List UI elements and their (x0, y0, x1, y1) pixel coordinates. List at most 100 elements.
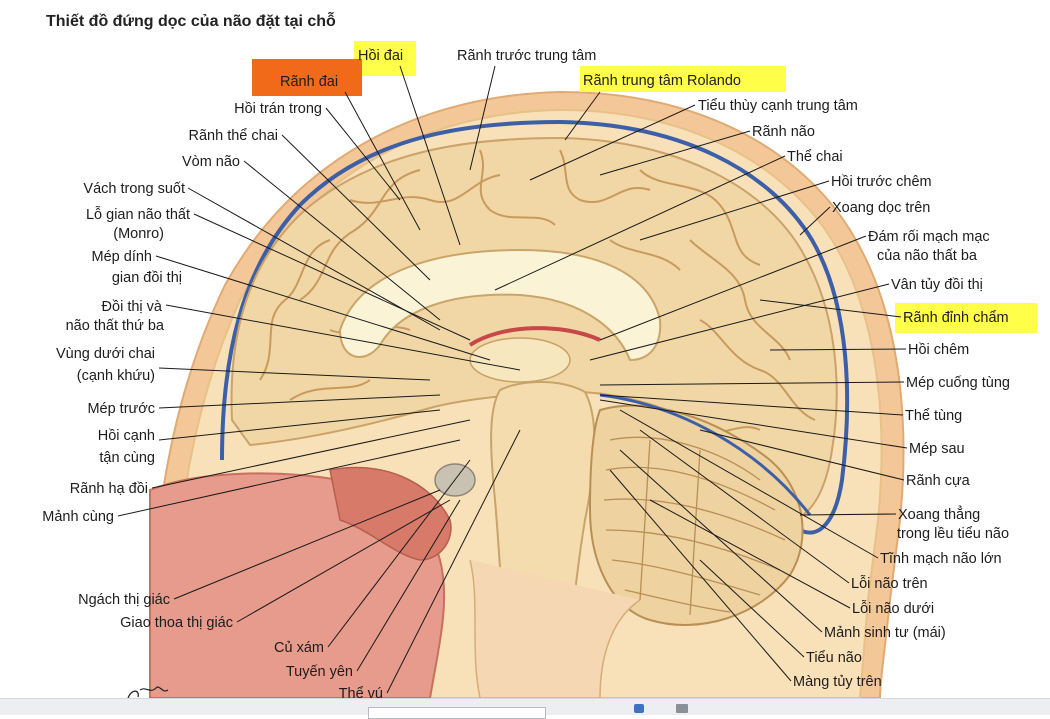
highlight-hoi-dai (354, 41, 416, 76)
window-icon[interactable] (676, 704, 688, 713)
leader-top-1 (344, 91, 421, 231)
label-left-18: Giao thoa thị giác (120, 615, 233, 631)
search-input[interactable] (368, 707, 546, 719)
leader-right-12 (599, 399, 908, 449)
leader-right-16 (619, 409, 879, 559)
label-left-14: tận cùng (99, 450, 155, 466)
leader-left-0 (325, 107, 401, 201)
leader-left-6 (155, 255, 491, 361)
label-left-4: Lỗ gian não thất (86, 206, 190, 223)
leader-right-17 (639, 429, 850, 584)
label-left-3: Vách trong suốt (83, 181, 185, 197)
leader-left-15 (151, 419, 471, 489)
leader-right-18 (649, 499, 851, 609)
label-right-4: Xoang dọc trên (832, 200, 930, 216)
leader-left-8 (165, 304, 521, 371)
label-left-5: (Monro) (113, 226, 164, 242)
label-left-8: Đồi thị và (102, 299, 163, 315)
leader-left-12 (158, 394, 441, 409)
leader-right-9 (769, 348, 907, 351)
choroid-plexus (468, 326, 601, 347)
leader-right-21 (609, 469, 792, 682)
leader-right-7 (589, 283, 890, 361)
leader-top-0 (399, 65, 461, 246)
leader-top-3 (564, 91, 601, 141)
label-top-1: Rãnh đai (280, 74, 338, 90)
label-right-5: Đám rối mạch mạc (868, 229, 990, 245)
label-right-21: Màng tủy trên (793, 674, 882, 690)
label-left-20: Tuyến yên (286, 664, 353, 680)
cerebellum-folia (603, 436, 786, 616)
leader-left-13 (158, 409, 441, 441)
gyri (259, 149, 816, 434)
label-right-7: Vân tủy đồi thị (891, 277, 983, 293)
dura (220, 119, 850, 535)
label-right-6: của não thất ba (877, 248, 978, 264)
leader-right-10 (599, 381, 905, 386)
leader-left-10 (158, 367, 431, 381)
label-left-7: gian đồi thị (112, 270, 182, 286)
leader-right-2 (494, 155, 786, 291)
label-right-14: Xoang thẳng (898, 505, 980, 523)
leader-right-20 (699, 559, 805, 658)
label-right-9: Hồi chêm (908, 342, 969, 358)
label-right-17: Lỗi não trên (851, 575, 928, 592)
label-left-13: Hồi cạnh (98, 428, 155, 444)
label-right-20: Tiểu não (806, 650, 862, 666)
leader-left-21 (386, 429, 521, 694)
label-right-18: Lỗi não dưới (852, 600, 934, 617)
app-icon[interactable] (634, 704, 644, 713)
leader-left-2 (243, 160, 441, 321)
leader-right-5 (599, 235, 867, 341)
leader-left-3 (187, 187, 441, 331)
label-right-15: trong lều tiểu não (897, 526, 1009, 542)
label-left-17: Ngách thị giác (78, 592, 170, 608)
label-right-16: Tĩnh mạch não lớn (880, 551, 1002, 567)
label-right-19: Mảnh sinh tư (mái) (824, 625, 946, 641)
highlight-ranh-dinh-cham (895, 303, 1037, 333)
leader-left-18 (236, 499, 451, 623)
signature-mark (127, 686, 169, 699)
label-right-3: Hồi trước chêm (831, 174, 932, 190)
leader-left-20 (356, 499, 461, 672)
label-left-10: Vùng dưới chai (56, 346, 155, 362)
leader-right-3 (639, 180, 830, 241)
leader-right-13 (699, 429, 905, 481)
leader-left-4 (193, 213, 471, 341)
diagram-title: Thiết đồ đứng dọc của não đặt tại chỗ (46, 11, 336, 30)
leader-top-2 (469, 65, 496, 171)
label-right-1: Rãnh não (752, 124, 815, 140)
leader-right-11 (599, 394, 904, 416)
illustration (148, 90, 905, 698)
thalamus (469, 337, 571, 383)
leader-left-1 (281, 134, 431, 281)
label-right-2: Thể chai (787, 149, 843, 165)
label-left-12: Mép trước (87, 401, 155, 417)
label-left-16: Mảnh cùng (42, 509, 114, 525)
sphenoid-region (329, 466, 452, 561)
leader-left-19 (327, 459, 471, 648)
leader-right-8 (759, 299, 902, 318)
label-right-8: Rãnh đỉnh chẩm (903, 310, 1009, 326)
leader-right-14 (799, 513, 897, 516)
label-top-3: Rãnh trung tâm Rolando (583, 73, 741, 89)
label-left-11: (cạnh khứu) (77, 368, 155, 384)
label-left-19: Củ xám (274, 640, 324, 656)
label-left-0: Hồi trán trong (234, 101, 322, 117)
label-right-13: Rãnh cựa (906, 473, 971, 489)
leader-right-19 (619, 449, 823, 633)
highlight-ranh-trung-tam (580, 66, 786, 92)
label-left-9: não thất thứ ba (66, 318, 165, 334)
label-left-6: Mép dính (92, 249, 152, 265)
label-top-0: Hồi đai (358, 48, 403, 64)
spinal-region (469, 559, 641, 698)
corpus-callosum (338, 248, 662, 362)
label-top-2: Rãnh trước trung tâm (457, 48, 596, 64)
label-right-0: Tiểu thùy cạnh trung tâm (698, 98, 858, 114)
label-right-11: Thể tùng (905, 408, 962, 424)
label-left-1: Rãnh thể chai (189, 128, 278, 144)
leader-lines (117, 65, 908, 694)
